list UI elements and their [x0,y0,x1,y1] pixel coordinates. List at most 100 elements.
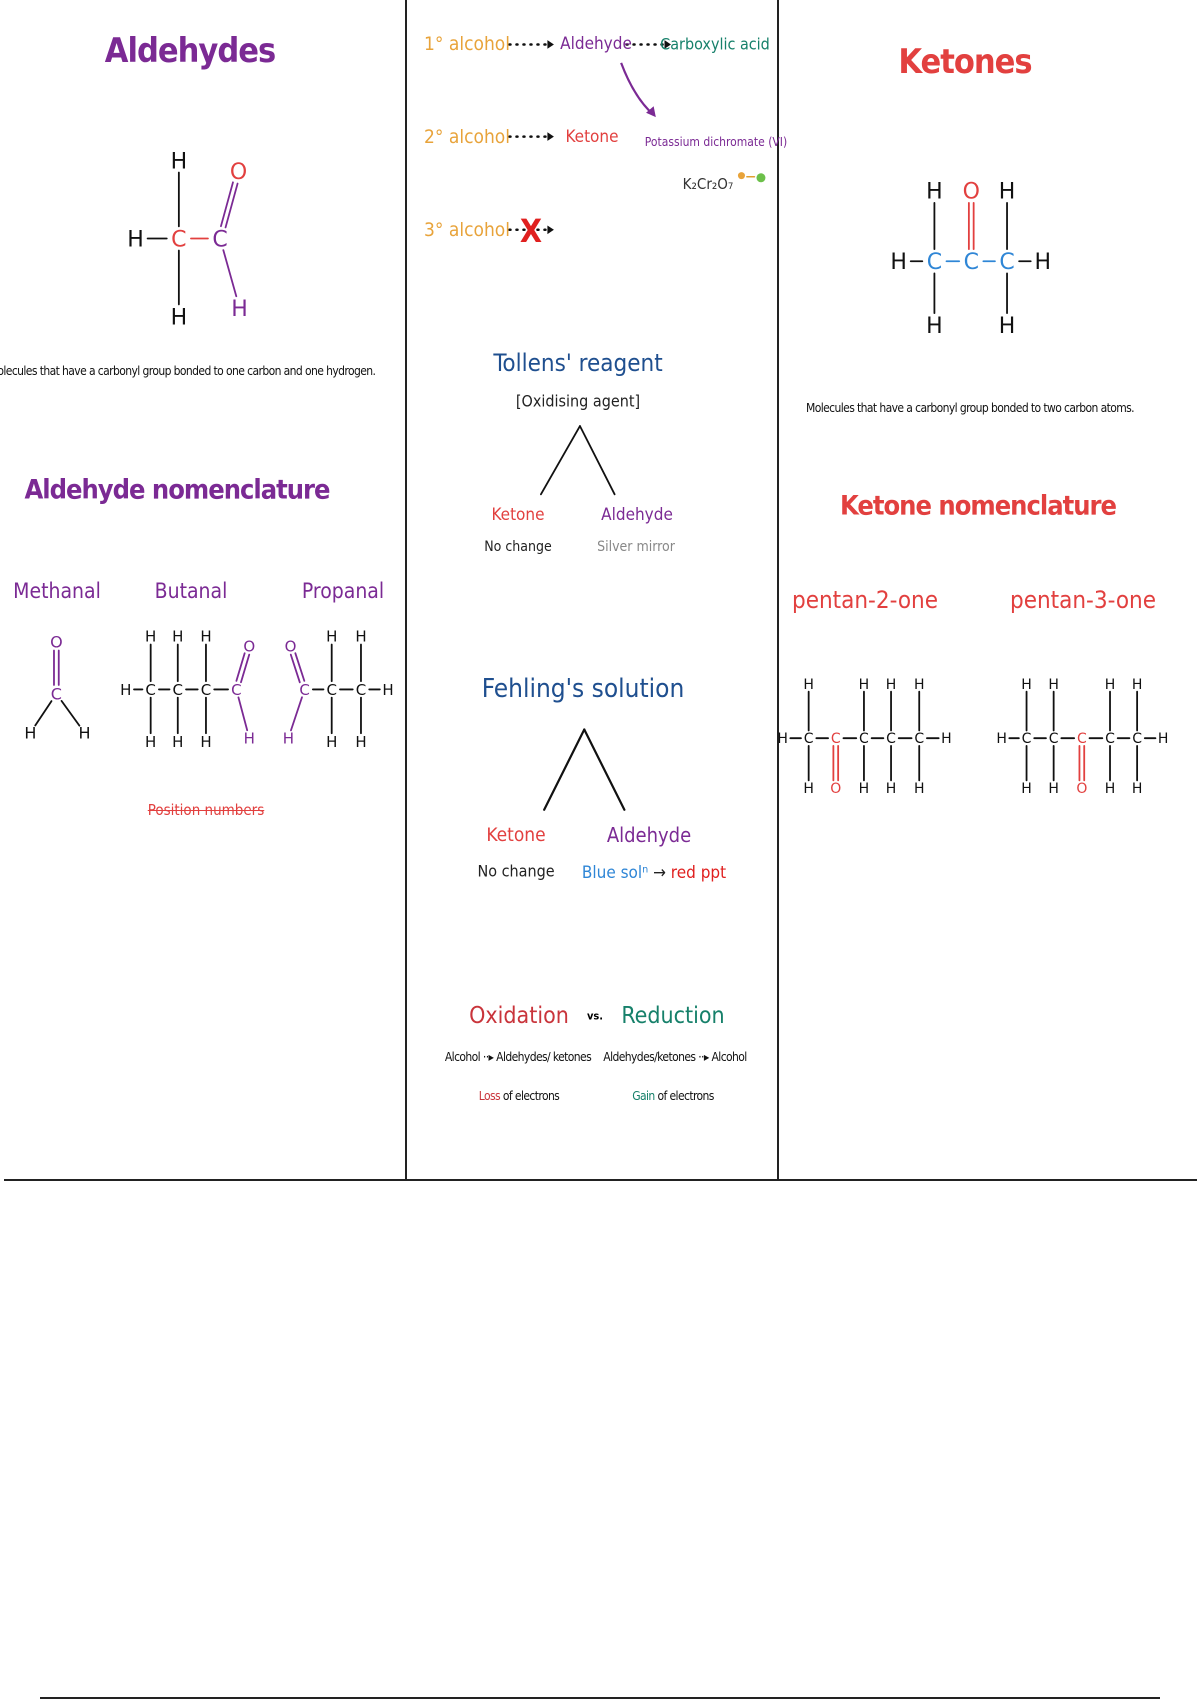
butanal-atom-H: H [172,628,183,646]
aldehyde-nomenclature-title: Aldehyde nomenclature [24,474,331,506]
loss-rest: of electrons [500,1089,560,1103]
propanone-atom-H: H [999,180,1016,205]
tollens-ketone-result: No change [484,539,552,555]
tollens-branch-right [579,425,616,496]
arrow-aldehyde-to-acid-head [664,40,671,49]
pentan-3-one-atom-H: H [1048,781,1059,797]
pentan-3-one-atom-C: C [1022,731,1032,747]
pentan-3-one-atom-H: H [1021,677,1032,693]
propanone-atom-H: H [1035,250,1052,275]
pentan-2-one-atom-O: O [830,781,841,797]
aldehydes-definition: Molecules that have a carbonyl group bon… [0,364,376,378]
pentan-2-one-atom-H: H [914,677,925,693]
propanal-double-bond [294,652,306,682]
ethanal-double-bond [224,182,239,229]
methanal-bond [34,700,53,727]
pentan-3-one-atom-O: O [1076,781,1087,797]
example-pentan-2-one: pentan-2-one [791,586,939,614]
pentan-2-one-atom-H: H [886,781,897,797]
loss-of-electrons: Loss of electrons [478,1089,560,1103]
example-propanal: Propanal [301,579,385,603]
ketone-product: Ketone [565,127,619,147]
propanal-atom-H: H [326,733,337,751]
fehlings-branch-left [543,728,586,811]
pentan-2-one-atom-H: H [859,677,870,693]
ketones-definition: Molecules that have a carbonyl group bon… [806,401,1135,415]
example-butanal: Butanal [154,579,228,603]
propanal-atom-C: C [299,681,309,699]
green-dot-icon [756,173,766,183]
butanal-double-bond [240,653,251,684]
pentan-2-one-atom-C: C [804,731,814,747]
methanal-bond [60,699,81,727]
oxidation-equation: Alcohol ··▸ Aldehydes/ ketones [444,1050,592,1064]
butanal-atom-H: H [145,733,156,751]
pentan-3-one-atom-H: H [1158,731,1169,747]
column-divider-left [405,0,407,1180]
pentan-3-one-atom-H: H [1048,677,1059,693]
aldehydes-title: Aldehydes [104,31,276,71]
fehlings-aldehyde-result: Blue solⁿ → red ppt [582,863,726,883]
butanal-atom-H: H [200,733,211,751]
pentan-2-one-atom-C: C [831,731,841,747]
butanal-atom-C: C [201,681,211,699]
vs-label: vs. [586,1009,604,1023]
ethanal-atom-C: C [171,227,186,252]
ethanal-bond [222,249,238,298]
secondary-alcohol: 2° alcohol [424,126,510,148]
propanal-atom-H: H [283,730,294,748]
pentan-3-one-atom-C: C [1077,731,1087,747]
reagent-formula: K₂Cr₂O₇ [682,175,734,193]
propanal-atom-H: H [326,628,337,646]
propanal-atom-H: H [355,733,366,751]
reduction-equation: Aldehydes/ketones ··▸ Alcohol [603,1050,747,1064]
no-reaction-cross: X [519,212,543,250]
gain-word: Gain [632,1089,655,1103]
tollens-branch-left [540,425,581,496]
pentan-3-one-atom-H: H [1021,781,1032,797]
butanal-atom-H: H [145,628,156,646]
pentan-3-one-atom-H: H [1132,677,1143,693]
fehlings-branch-right [583,728,626,811]
orange-dot-icon [737,172,745,180]
arrow-secondary-to-ketone-head [547,132,554,141]
pentan-2-one-atom-H: H [803,781,814,797]
pentan-2-one-atom-C: C [859,731,869,747]
loss-word: Loss [478,1089,501,1103]
ethanal-atom-H: H [171,305,188,330]
ethanal-atom-H: H [231,297,248,322]
pentan-3-one-atom-C: C [1105,731,1115,747]
arrow-tertiary-blocked-head [547,225,554,235]
propanal-bond [290,696,303,732]
ethanal-double-bond [220,181,234,228]
oxidation-heading: Oxidation [469,1003,569,1029]
butanal-atom-H: H [200,628,211,646]
pentan-2-one-atom-H: H [914,781,925,797]
propanone-atom-H: H [926,180,943,205]
propanone-atom-C: C [927,250,942,275]
butanal-atom-C: C [231,681,241,699]
methanal-atom-H: H [79,724,91,743]
example-pentan-3-one: pentan-3-one [1009,586,1157,614]
pentan-2-one-atom-H: H [941,731,952,747]
propanone-atom-H: H [999,314,1016,339]
pentan-2-one-atom-H: H [859,781,870,797]
propanone-atom-H: H [926,314,943,339]
butanal-atom-H: H [244,730,255,748]
pentan-3-one-atom-C: C [1132,731,1142,747]
pentan-2-one-atom-C: C [886,731,896,747]
fehlings-title: Fehling's solution [481,674,685,704]
tollens-ketone: Ketone [491,505,545,525]
arrow-text: → [653,863,666,883]
pentan-2-one-atom-H: H [777,731,788,747]
propanal-atom-C: C [356,681,366,699]
butanal-bond [237,696,249,732]
propanone-atom-C: C [999,250,1014,275]
fehlings-ketone-result: No change [477,861,555,881]
propanal-atom-O: O [285,637,297,655]
propanone-atom-H: H [890,250,907,275]
aldehyde-product: Aldehyde [560,34,632,54]
tollens-subtitle: [Oxidising agent] [515,391,641,411]
position-numbers-struck: Position numbers [147,801,265,819]
